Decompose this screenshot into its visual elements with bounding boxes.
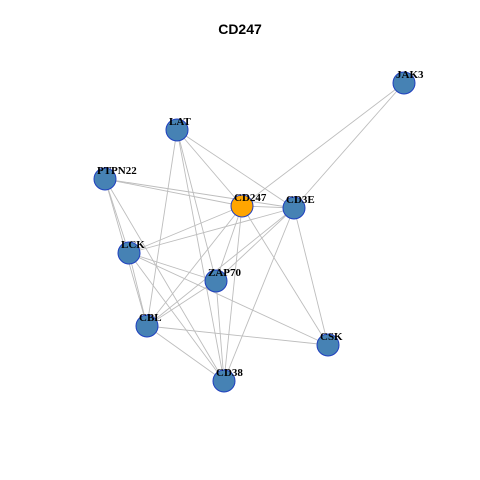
edge-cd247-zap70 bbox=[215, 205, 243, 282]
edge-cd247-cbl bbox=[146, 205, 243, 327]
node-label-cbl: CBL bbox=[139, 312, 162, 324]
node-label-ptpn22: PTPN22 bbox=[97, 165, 137, 177]
edge-zap70-cd38 bbox=[215, 280, 225, 382]
edge-jak3-cd3e bbox=[293, 82, 405, 209]
node-cbl bbox=[135, 314, 159, 338]
diagram-title: CD247 bbox=[218, 21, 262, 37]
node-cd38 bbox=[212, 369, 236, 393]
node-label-csk: CSK bbox=[320, 331, 343, 343]
node-label-cd3e: CD3E bbox=[286, 194, 315, 206]
edge-cd3e-cbl bbox=[146, 207, 295, 327]
node-label-jak3: JAK3 bbox=[396, 69, 424, 81]
node-cd3e bbox=[282, 196, 306, 220]
edge-lat-cd38 bbox=[176, 129, 225, 382]
edge-cd247-cd38 bbox=[223, 205, 243, 382]
edge-ptpn22-cd38 bbox=[104, 178, 225, 382]
edge-cbl-csk bbox=[146, 325, 329, 346]
node-jak3 bbox=[392, 71, 416, 95]
edge-cd3e-csk bbox=[293, 207, 329, 346]
edge-lat-cd247 bbox=[176, 129, 243, 207]
edge-lck-cd38 bbox=[128, 252, 225, 382]
edge-cd3e-zap70 bbox=[215, 207, 295, 282]
edge-ptpn22-cd247 bbox=[104, 178, 243, 207]
edge-lck-cbl bbox=[128, 252, 148, 327]
node-cd247 bbox=[230, 194, 254, 218]
edge-cd3e-lck bbox=[128, 207, 295, 254]
edge-ptpn22-lck bbox=[104, 178, 130, 254]
edge-cd247-csk bbox=[241, 205, 329, 346]
node-lat bbox=[165, 118, 189, 142]
edge-lat-cd3e bbox=[176, 129, 295, 209]
edge-layer bbox=[104, 82, 405, 382]
edge-cd247-lck bbox=[128, 205, 243, 254]
node-label-cd247: CD247 bbox=[234, 192, 267, 204]
edge-jak3-cd247 bbox=[241, 82, 405, 207]
node-label-zap70: ZAP70 bbox=[208, 267, 242, 279]
edge-zap70-cbl bbox=[146, 280, 217, 327]
node-label-lat: LAT bbox=[169, 116, 191, 128]
edge-ptpn22-cd3e bbox=[104, 178, 295, 209]
edge-lck-zap70 bbox=[128, 252, 217, 282]
node-label-cd38: CD38 bbox=[216, 367, 243, 379]
node-layer bbox=[93, 71, 416, 393]
edge-cd3e-cd38 bbox=[223, 207, 295, 382]
node-ptpn22 bbox=[93, 167, 117, 191]
node-label-lck: LCK bbox=[121, 239, 145, 251]
edge-lat-cbl bbox=[146, 129, 178, 327]
edge-cbl-cd38 bbox=[146, 325, 225, 382]
node-csk bbox=[316, 333, 340, 357]
edge-lck-csk bbox=[128, 252, 329, 346]
node-lck bbox=[117, 241, 141, 265]
edge-lat-zap70 bbox=[176, 129, 217, 282]
node-zap70 bbox=[204, 269, 228, 293]
